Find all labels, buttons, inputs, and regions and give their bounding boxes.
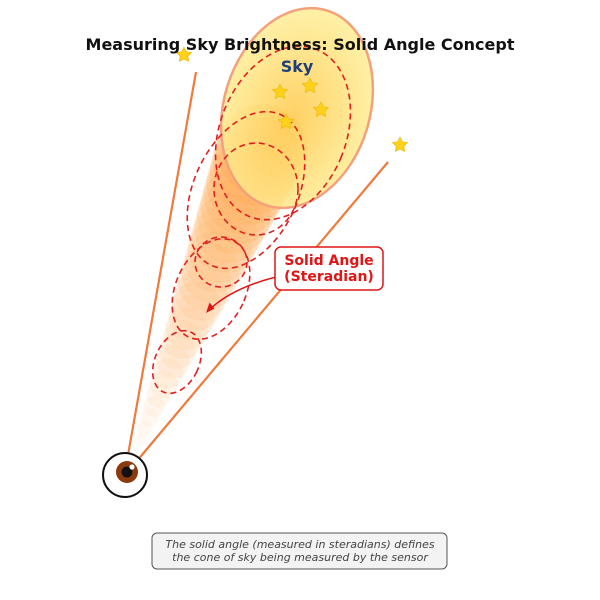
cross-section-ellipse (194, 236, 248, 288)
cone-glow-blob (156, 345, 190, 379)
callout-line-1: Solid Angle (284, 253, 373, 269)
cone-glow-blob (178, 256, 234, 312)
solid-angle-callout: Solid Angle (Steradian) (274, 246, 384, 291)
cone-right-edge (135, 161, 389, 463)
diagram-title: Measuring Sky Brightness: Solid Angle Co… (86, 35, 515, 54)
callout-arrowhead (206, 302, 215, 313)
cone-left-edge (126, 71, 198, 456)
cone-glow-blob (153, 357, 184, 389)
eye-pupil (121, 466, 133, 478)
cone-glow-blob (149, 370, 178, 398)
caption-line-1: The solid angle (measured in steradians)… (165, 538, 434, 551)
cone-glow-blob (137, 421, 153, 437)
callout-line-2: (Steradian) (284, 269, 374, 285)
caption-line-2: the cone of sky being measured by the se… (172, 551, 429, 564)
cone-glow-blob (143, 395, 165, 418)
star-icon (271, 83, 289, 100)
cone-glow-blob (171, 281, 221, 331)
caption-box (151, 532, 448, 570)
cone-glow-blob (168, 294, 215, 341)
star-icon (301, 77, 319, 94)
cone-glow-blob (146, 383, 171, 408)
eye-icon (102, 452, 148, 498)
cone-cross-sections (151, 45, 352, 395)
callout-box (274, 246, 384, 291)
cross-section-ellipse (214, 45, 352, 221)
cone-glow-blob (194, 192, 265, 264)
star-icon (277, 113, 295, 130)
cone-glow-blob (190, 205, 259, 273)
cross-section-ellipse (171, 237, 251, 341)
cross-section-ellipse (213, 142, 299, 236)
cone-glow-blob (140, 408, 159, 427)
stars (175, 46, 409, 153)
sky-label: Sky (281, 57, 314, 76)
star-icon (312, 101, 330, 118)
caption: The solid angle (measured in steradians)… (151, 532, 448, 570)
eye-highlight (129, 464, 135, 470)
callout-arrow (208, 276, 277, 311)
cross-section-ellipse (151, 329, 203, 395)
star-icon (175, 46, 193, 63)
cone-glow-blob (134, 434, 146, 446)
sky-region (219, 6, 375, 210)
cone-glow-blob (159, 332, 196, 370)
star-icon (391, 136, 409, 153)
cone-glow-blob (162, 319, 202, 360)
